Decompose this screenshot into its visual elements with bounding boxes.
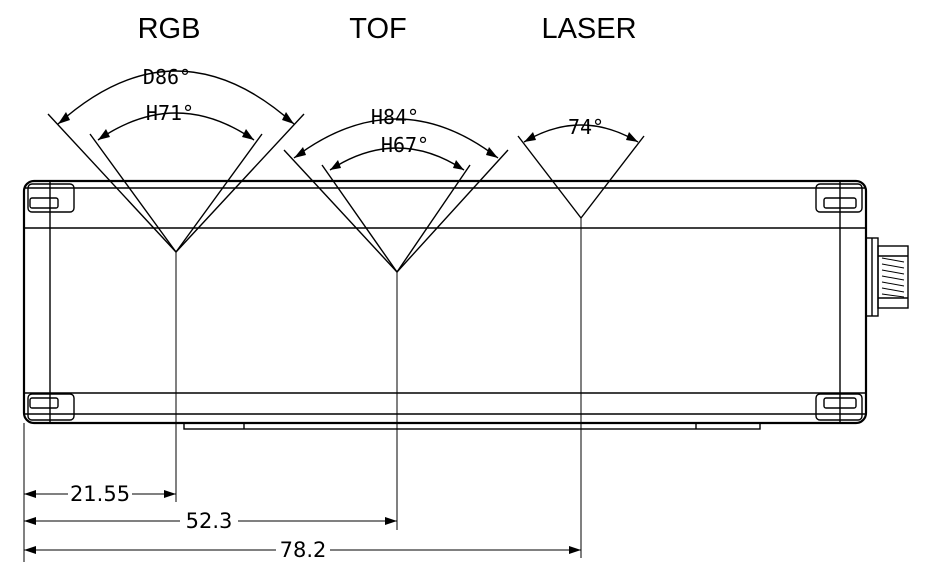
tof-horizontal-inner-angle: H67° bbox=[381, 133, 429, 157]
rgb-heading: RGB bbox=[138, 13, 201, 45]
laser-heading: LASER bbox=[541, 13, 636, 45]
corner-clips bbox=[27, 183, 863, 421]
rgb-diagonal-angle: D86° bbox=[143, 65, 191, 89]
dimension-lines bbox=[24, 490, 581, 554]
rgb-offset-dimension: 21.55 bbox=[70, 482, 130, 506]
rgb-horizontal-angle: H71° bbox=[146, 101, 194, 125]
rgb-fov-lines bbox=[47, 70, 305, 253]
laser-angle: 74° bbox=[568, 115, 604, 139]
tof-fov-lines bbox=[283, 118, 509, 273]
laser-offset-dimension: 78.2 bbox=[280, 538, 327, 562]
tof-horizontal-angle: H84° bbox=[371, 105, 419, 129]
sensor-center-lines bbox=[23, 218, 582, 562]
connector-plug bbox=[865, 237, 909, 317]
tof-offset-dimension: 52.3 bbox=[186, 509, 233, 533]
laser-fov-lines bbox=[517, 124, 645, 219]
tof-heading: TOF bbox=[349, 13, 406, 45]
housing-body bbox=[22, 179, 868, 430]
